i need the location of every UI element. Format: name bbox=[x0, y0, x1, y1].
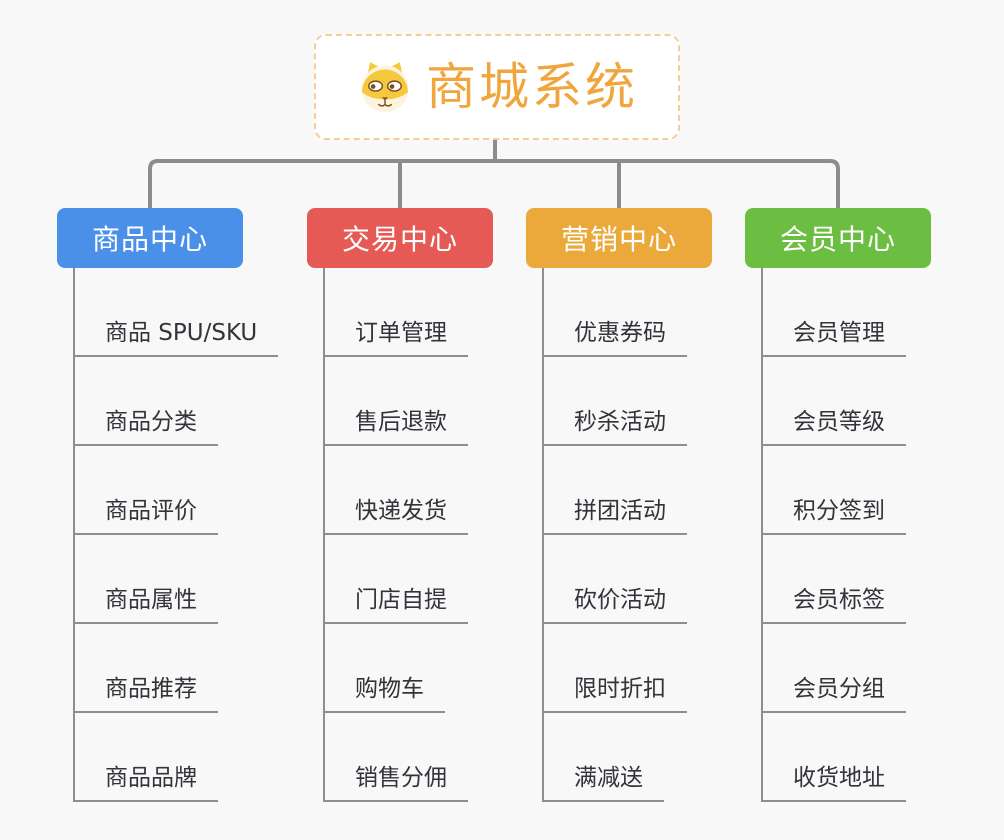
leaf-row: 会员管理 bbox=[761, 268, 906, 357]
leaf-item[interactable]: 拼团活动 bbox=[542, 498, 687, 535]
leaf-item[interactable]: 商品分类 bbox=[73, 409, 218, 446]
branch-node-member-center[interactable]: 会员中心 bbox=[745, 208, 931, 268]
leaf-item[interactable]: 会员管理 bbox=[761, 320, 906, 357]
leaf-item[interactable]: 优惠券码 bbox=[542, 320, 687, 357]
leaf-item[interactable]: 积分签到 bbox=[761, 498, 906, 535]
branch-trunk-line bbox=[542, 268, 544, 802]
leaf-row: 商品分类 bbox=[73, 357, 278, 446]
branch-label: 交易中心 bbox=[341, 223, 458, 256]
leaf-item[interactable]: 收货地址 bbox=[761, 765, 906, 802]
leaf-row: 会员标签 bbox=[761, 535, 906, 624]
leaf-item[interactable]: 会员标签 bbox=[761, 587, 906, 624]
leaf-row: 商品属性 bbox=[73, 535, 278, 624]
leaf-item[interactable]: 订单管理 bbox=[323, 320, 468, 357]
leaf-item[interactable]: 售后退款 bbox=[323, 409, 468, 446]
leaf-row: 快递发货 bbox=[323, 446, 468, 535]
leaf-item[interactable]: 会员分组 bbox=[761, 676, 906, 713]
leaf-row: 商品 SPU/SKU bbox=[73, 268, 279, 357]
leaf-item[interactable]: 商品品牌 bbox=[73, 765, 218, 802]
root-title: 商城系统 bbox=[426, 58, 638, 116]
leaf-row: 会员分组 bbox=[761, 624, 906, 713]
root-node[interactable]: 商城系统 bbox=[314, 34, 680, 140]
branch-node-trade-center[interactable]: 交易中心 bbox=[307, 208, 493, 268]
leaf-item[interactable]: 会员等级 bbox=[761, 409, 906, 446]
branch-node-product-center[interactable]: 商品中心 bbox=[57, 208, 243, 268]
leaf-item[interactable]: 限时折扣 bbox=[542, 676, 687, 713]
branch-trunk-line bbox=[323, 268, 325, 802]
leaf-item[interactable]: 秒杀活动 bbox=[542, 409, 687, 446]
leaf-row: 门店自提 bbox=[323, 535, 468, 624]
leaf-item[interactable]: 购物车 bbox=[323, 676, 445, 713]
leaf-row: 商品评价 bbox=[73, 446, 278, 535]
branch-leaves-marketing-center: 优惠券码秒杀活动拼团活动砍价活动限时折扣满减送 bbox=[542, 268, 687, 802]
leaf-row: 售后退款 bbox=[323, 357, 468, 446]
leaf-item[interactable]: 砍价活动 bbox=[542, 587, 687, 624]
branch-leaves-trade-center: 订单管理售后退款快递发货门店自提购物车销售分佣 bbox=[323, 268, 468, 802]
leaf-row: 销售分佣 bbox=[323, 713, 468, 802]
leaf-item[interactable]: 商品属性 bbox=[73, 587, 218, 624]
dog-face-icon bbox=[361, 62, 409, 113]
leaf-row: 满减送 bbox=[542, 713, 687, 802]
branch-label: 商品中心 bbox=[91, 223, 208, 256]
leaf-row: 会员等级 bbox=[761, 357, 906, 446]
leaf-item[interactable]: 销售分佣 bbox=[323, 765, 468, 802]
leaf-item[interactable]: 快递发货 bbox=[323, 498, 468, 535]
branch-leaves-member-center: 会员管理会员等级积分签到会员标签会员分组收货地址 bbox=[761, 268, 906, 802]
leaf-row: 优惠券码 bbox=[542, 268, 687, 357]
leaf-row: 秒杀活动 bbox=[542, 357, 687, 446]
leaf-row: 砍价活动 bbox=[542, 535, 687, 624]
branch-trunk-line bbox=[73, 268, 75, 802]
leaf-item[interactable]: 满减送 bbox=[542, 765, 664, 802]
leaf-row: 商品推荐 bbox=[73, 624, 278, 713]
branch-trunk-line bbox=[761, 268, 763, 802]
leaf-item[interactable]: 门店自提 bbox=[323, 587, 468, 624]
leaf-item[interactable]: 商品 SPU/SKU bbox=[73, 320, 279, 357]
leaf-row: 积分签到 bbox=[761, 446, 906, 535]
branch-leaves-product-center: 商品 SPU/SKU 商品分类商品评价商品属性商品推荐商品品牌 bbox=[73, 268, 279, 802]
leaf-row: 购物车 bbox=[323, 624, 468, 713]
leaf-item[interactable]: 商品评价 bbox=[73, 498, 218, 535]
branch-label: 营销中心 bbox=[560, 223, 677, 256]
branch-node-marketing-center[interactable]: 营销中心 bbox=[526, 208, 712, 268]
leaf-row: 拼团活动 bbox=[542, 446, 687, 535]
leaf-row: 限时折扣 bbox=[542, 624, 687, 713]
branch-label: 会员中心 bbox=[779, 223, 896, 256]
leaf-row: 订单管理 bbox=[323, 268, 468, 357]
leaf-item[interactable]: 商品推荐 bbox=[73, 676, 218, 713]
leaf-row: 商品品牌 bbox=[73, 713, 278, 802]
leaf-row: 收货地址 bbox=[761, 713, 906, 802]
